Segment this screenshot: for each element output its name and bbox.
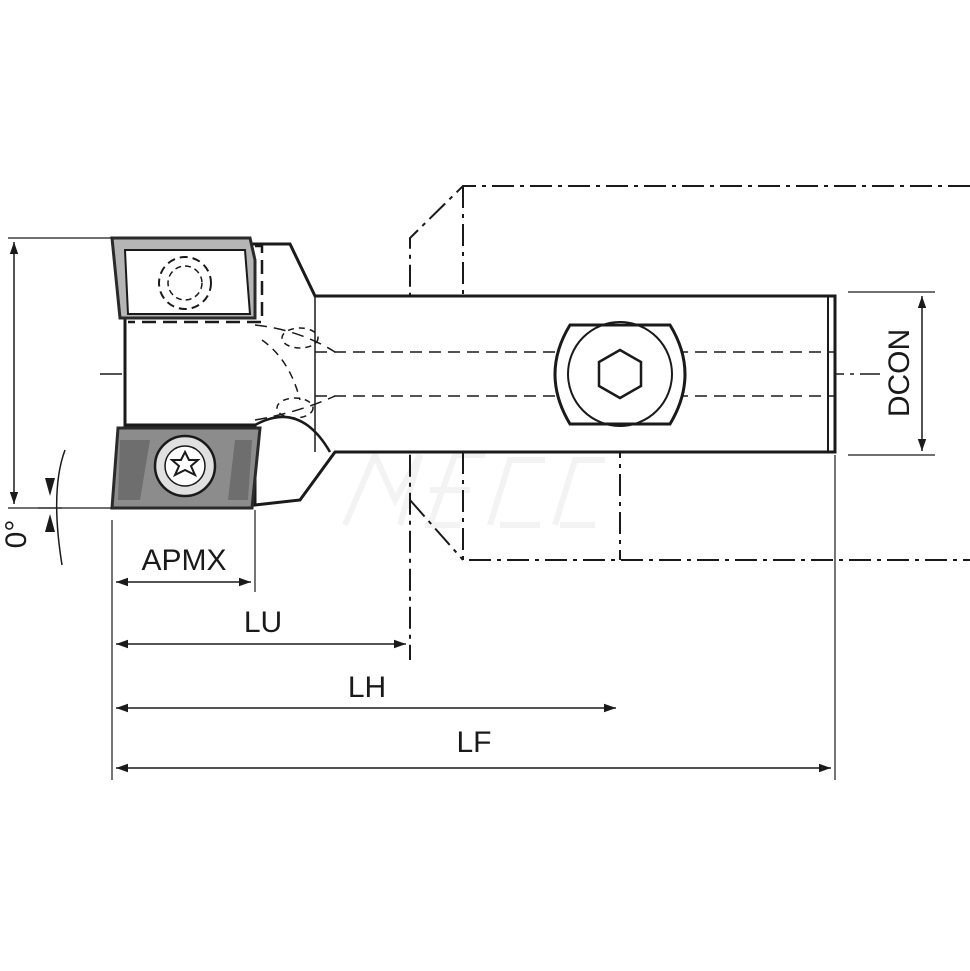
- apmx-dimension: APMX: [116, 544, 251, 587]
- dc-dimension: DC: [0, 242, 19, 504]
- top-insert: [110, 236, 264, 324]
- dcon-label: DCON: [883, 329, 916, 417]
- lf-label: LF: [456, 726, 491, 759]
- watermark-logo: [342, 447, 605, 528]
- lu-dimension: LU: [116, 606, 406, 649]
- bottom-insert: [110, 426, 262, 510]
- angle-dimension: 0°: [0, 449, 66, 566]
- lu-label: LU: [244, 606, 282, 639]
- clamp-screw: [553, 321, 687, 427]
- apmx-label: APMX: [141, 544, 226, 577]
- extension-lines: [8, 237, 935, 780]
- lh-label: LH: [348, 671, 386, 704]
- dc-label: DC: [0, 347, 3, 390]
- cutter-body: [123, 242, 837, 507]
- lh-dimension: LH: [116, 671, 616, 713]
- angle-label: 0°: [0, 520, 33, 549]
- lf-dimension: LF: [116, 726, 831, 773]
- dcon-dimension: DCON: [883, 296, 927, 451]
